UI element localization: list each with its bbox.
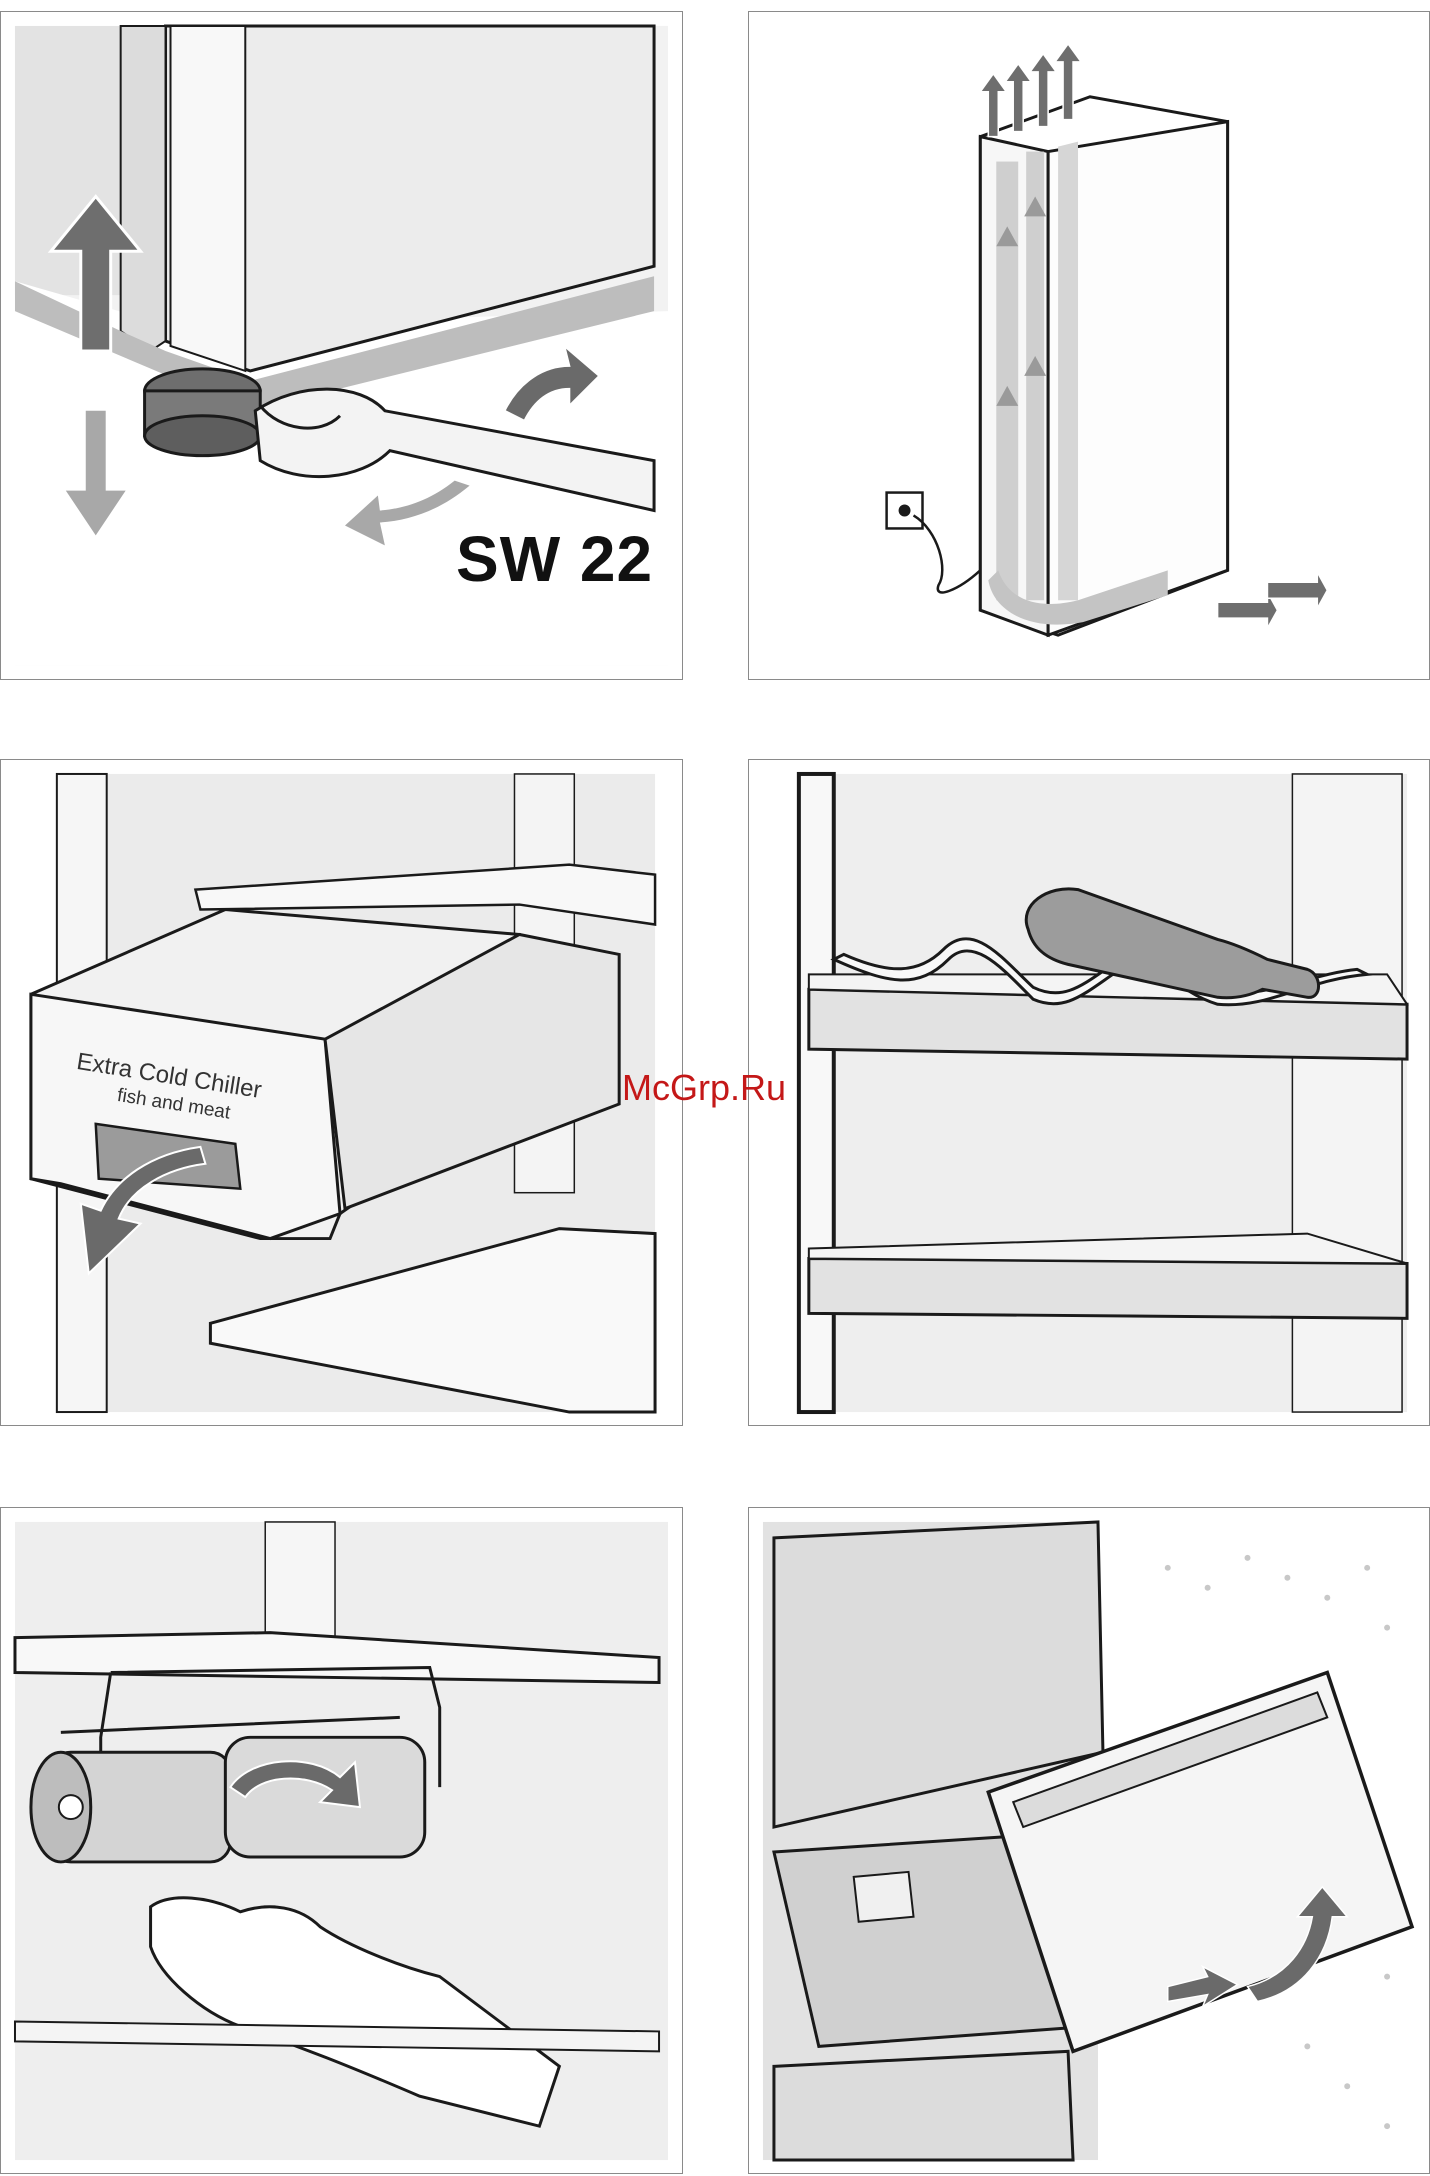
panel-ventilation xyxy=(748,11,1430,680)
panel-can-holder xyxy=(0,1507,683,2174)
panel-freezer-drawer xyxy=(748,1507,1430,2174)
can-holder-illustration xyxy=(1,1508,682,2173)
wrench-size-label: SW 22 xyxy=(456,522,653,596)
chiller-illustration xyxy=(1,760,682,1425)
panel-leveling-feet: SW 22 xyxy=(0,11,683,680)
panel-chiller-drawer: Extra Cold Chiller fish and meat xyxy=(0,759,683,1426)
bottle-rack-illustration xyxy=(749,760,1429,1425)
ventilation-illustration xyxy=(749,12,1429,679)
watermark-text: McGrp.Ru xyxy=(622,1067,786,1109)
panel-bottle-rack xyxy=(748,759,1430,1426)
freezer-drawer-illustration xyxy=(749,1508,1429,2173)
